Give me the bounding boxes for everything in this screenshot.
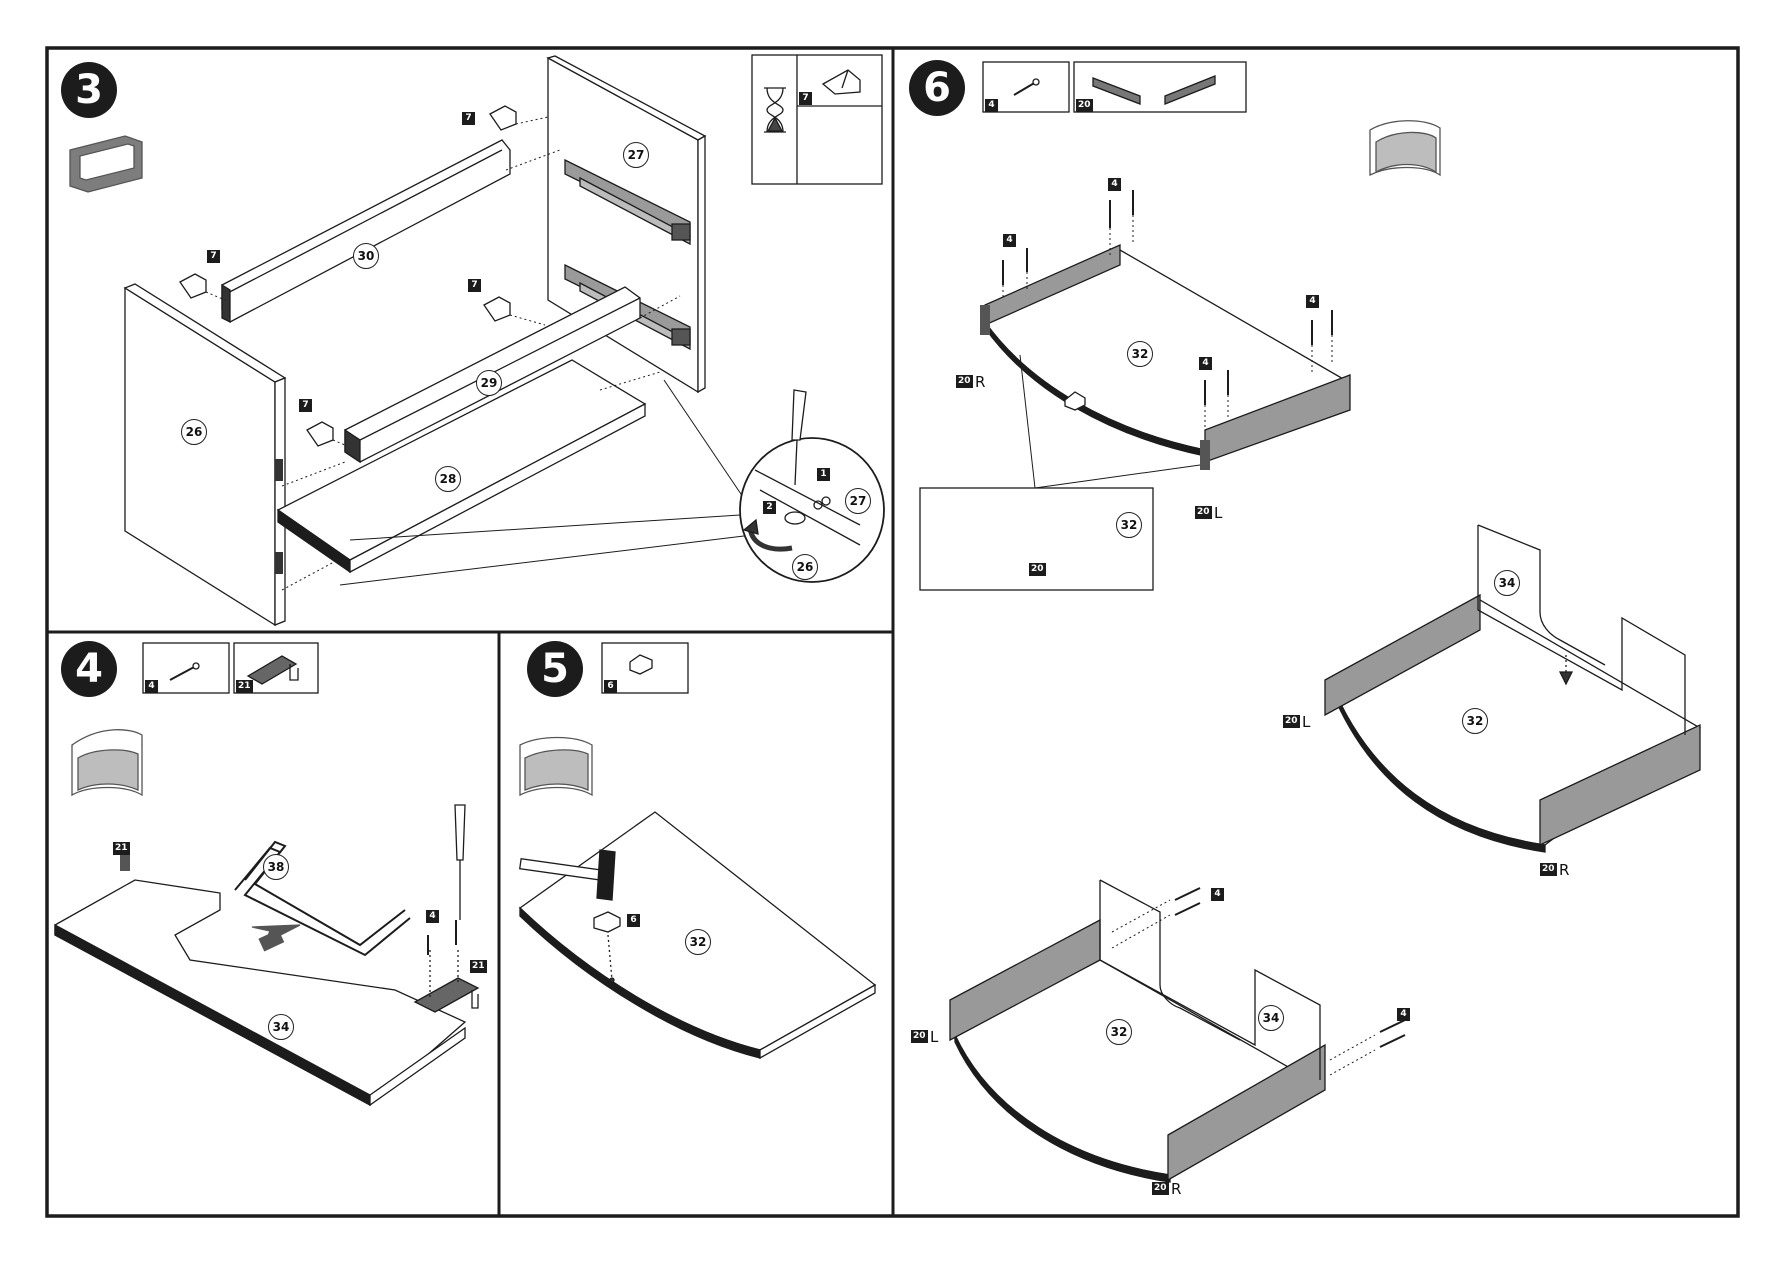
legend-tag-20: 20 [1076, 99, 1093, 112]
screw-tag-4: 4 [1211, 888, 1224, 901]
dowel-tag: 7 [468, 279, 481, 292]
detail-tag-1: 1 [817, 468, 830, 481]
bracket-tag-21: 21 [470, 960, 487, 973]
legend-tag-21: 21 [236, 680, 253, 693]
part-label-32: 32 [1127, 341, 1153, 367]
side-label-R: R [1559, 861, 1570, 879]
dowel-tag: 7 [207, 250, 220, 263]
screw-icon-legend-6 [1013, 78, 1040, 96]
dowel-icon-legend [821, 69, 861, 95]
dowels-step3 [179, 105, 517, 447]
slide-tag-20: 20 [1029, 563, 1046, 576]
screw-tag-4: 4 [1306, 295, 1319, 308]
part-label-30: 30 [353, 243, 379, 269]
slide-icons-legend-6 [1092, 75, 1216, 105]
step-4-number: 4 [61, 641, 117, 697]
slide-tag-20: 20 [1195, 506, 1212, 519]
slide-tag-20: 20 [1283, 715, 1300, 728]
drawer-icon-5 [519, 736, 593, 797]
bumper-tag-6: 6 [627, 914, 640, 927]
part-label-32: 32 [1106, 1019, 1132, 1045]
legend-tag-7: 7 [799, 92, 812, 105]
screw-tag-4: 4 [426, 910, 439, 923]
part-label-26: 26 [181, 419, 207, 445]
legend-tag-4: 4 [145, 680, 158, 693]
bracket-tag-21: 21 [113, 842, 130, 855]
cabinet-icon-3 [69, 135, 143, 193]
dowel-tag: 7 [462, 112, 475, 125]
side-label-L: L [1214, 504, 1223, 522]
part-label-34: 34 [1494, 570, 1520, 596]
part-label-32: 32 [1462, 708, 1488, 734]
part-label-27-detail: 27 [845, 488, 871, 514]
part-label-29: 29 [476, 370, 502, 396]
side-label-R: R [975, 373, 986, 391]
step-6-number: 6 [909, 60, 965, 116]
part-label-28: 28 [435, 466, 461, 492]
part-label-26-detail: 26 [792, 554, 818, 580]
side-label-L: L [930, 1028, 939, 1046]
screwdriver-detail-3 [742, 389, 861, 552]
drawer-icon-6 [1369, 120, 1441, 177]
part-label-32-detail: 32 [1116, 512, 1142, 538]
runner-upper [564, 158, 691, 246]
screw-tag-4: 4 [1108, 178, 1121, 191]
screws-6a [1002, 190, 1333, 405]
drawer-icon-4 [71, 729, 143, 797]
step-5-number: 5 [527, 641, 583, 697]
hammer-icon [519, 849, 616, 901]
screw-icon-legend-4 [169, 662, 200, 681]
part-label-38: 38 [263, 854, 289, 880]
part-label-34: 34 [268, 1014, 294, 1040]
bracket-icon-legend-4 [246, 655, 299, 685]
screw-tag-4: 4 [1003, 234, 1016, 247]
part-label-27: 27 [623, 142, 649, 168]
slide-tag-20: 20 [1152, 1182, 1169, 1195]
hourglass-icon [764, 87, 786, 133]
legend-tag-6: 6 [604, 680, 617, 693]
slide-tag-20: 20 [911, 1030, 928, 1043]
screw-tag-4: 4 [1199, 357, 1212, 370]
side-label-L: L [1302, 713, 1311, 731]
dowel-tag: 7 [299, 399, 312, 412]
slide-tag-20: 20 [956, 375, 973, 388]
detail-tag-2: 2 [763, 501, 776, 514]
step-3-number: 3 [61, 62, 117, 118]
legend-tag-4: 4 [985, 99, 998, 112]
slide-tag-20: 20 [1540, 863, 1557, 876]
part-label-34: 34 [1258, 1005, 1284, 1031]
bumper-icon-legend-5 [629, 654, 653, 675]
part-label-32: 32 [685, 929, 711, 955]
screws-step4 [427, 920, 457, 955]
side-label-R: R [1171, 1180, 1182, 1198]
screw-tag-4: 4 [1397, 1008, 1410, 1021]
